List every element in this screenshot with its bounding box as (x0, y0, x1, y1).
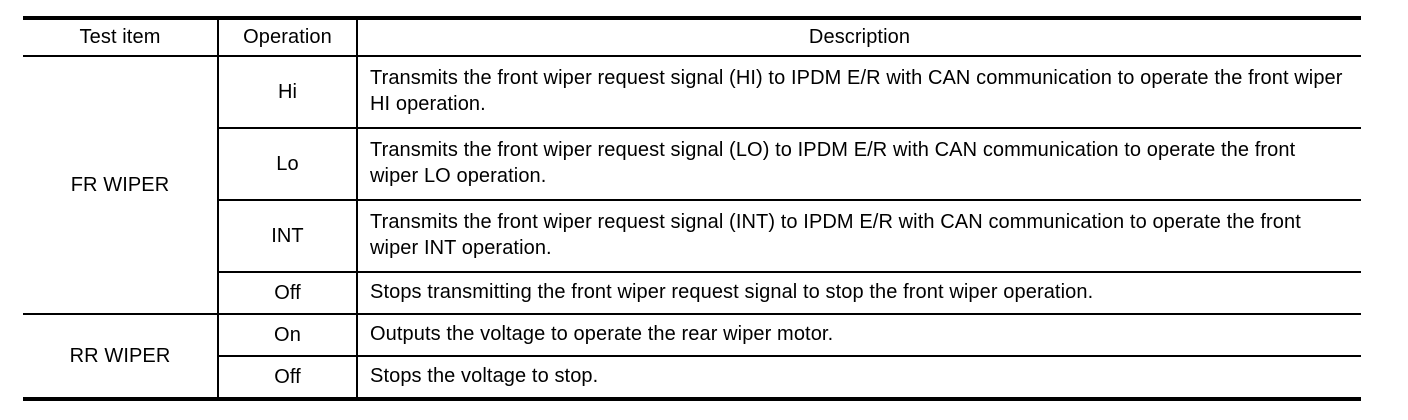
operation-cell-hi: Hi (217, 55, 358, 129)
header-row: Test item Operation Description (23, 17, 1361, 57)
table-row: Off Stops transmitting the front wiper r… (23, 271, 1361, 315)
column-header-test-item: Test item (23, 17, 219, 57)
table-row: Off Stops the voltage to stop. (23, 355, 1361, 400)
description-cell-int: Transmits the front wiper request signal… (356, 199, 1361, 273)
test-item-cell-fr-wiper: FR WIPER (23, 55, 219, 315)
table-row: RR WIPER On Outputs the voltage to opera… (23, 313, 1361, 400)
description-cell-on: Outputs the voltage to operate the rear … (356, 313, 1361, 357)
operation-cell-lo: Lo (217, 127, 358, 201)
column-header-description: Description (356, 17, 1361, 57)
operation-cell-fr-off: Off (217, 271, 358, 315)
table-row: INT Transmits the front wiper request si… (23, 199, 1361, 273)
table-row: FR WIPER Hi Transmits the front wiper re… (23, 55, 1361, 315)
description-cell-lo: Transmits the front wiper request signal… (356, 127, 1361, 201)
description-cell-rr-off: Stops the voltage to stop. (356, 355, 1361, 400)
description-cell-fr-off: Stops transmitting the front wiper reque… (356, 271, 1361, 315)
column-header-operation: Operation (217, 17, 358, 57)
table-row: Lo Transmits the front wiper request sig… (23, 127, 1361, 201)
operation-cell-rr-off: Off (217, 355, 358, 400)
operation-cell-int: INT (217, 199, 358, 273)
description-cell-hi: Transmits the front wiper request signal… (356, 55, 1361, 129)
test-item-cell-rr-wiper: RR WIPER (23, 313, 219, 400)
consult-test-item-table: Test item Operation Description FR WIPER… (23, 16, 1361, 401)
operation-cell-on: On (217, 313, 358, 357)
